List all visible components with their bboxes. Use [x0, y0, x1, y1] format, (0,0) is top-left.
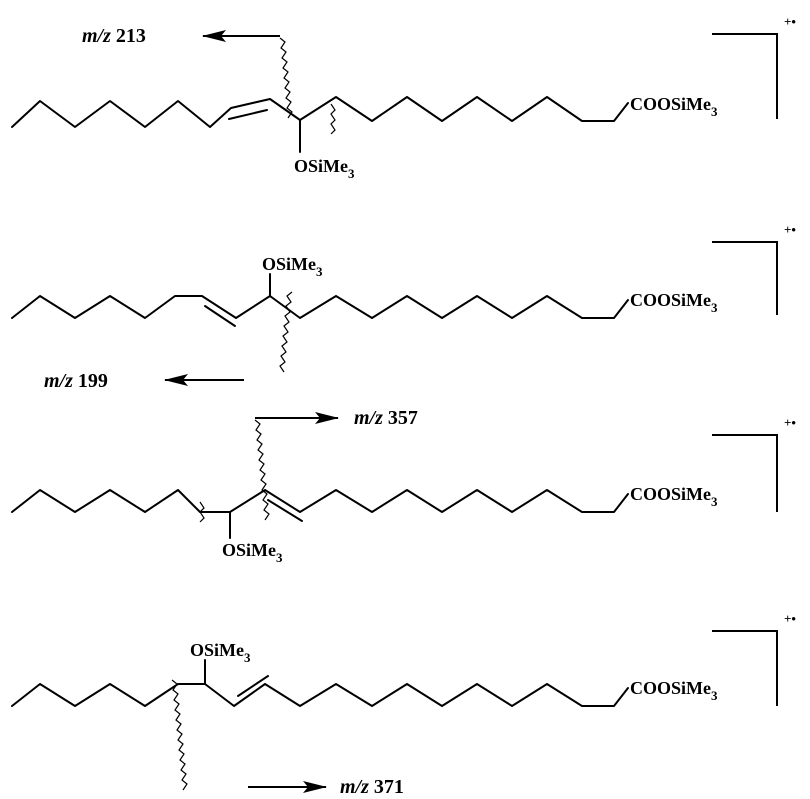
cooh-label-2: COOSiMe3: [630, 290, 718, 315]
ion-bracket-2: [712, 241, 778, 315]
mz-label-199: m/z 199: [44, 370, 108, 392]
cleavage-wavy-4: [171, 679, 188, 791]
ion-bracket-4: [712, 630, 778, 706]
structure-1: COOSiMe3 OSiMe3 m/z 213 +•: [11, 14, 796, 181]
osime-label-2: OSiMe3: [262, 254, 323, 279]
double-bond-1: [228, 109, 268, 120]
mz-label-357: m/z 357: [354, 407, 418, 429]
charge-2: +•: [784, 222, 796, 237]
structure-3: COOSiMe3 OSiMe3 m/z 357 +•: [11, 407, 796, 565]
chain-1-left: [11, 96, 629, 128]
charge-1: +•: [784, 14, 796, 29]
structure-2: COOSiMe3 OSiMe3 m/z 199 +•: [11, 222, 796, 392]
cooh-label-4: COOSiMe3: [630, 678, 718, 703]
chain-2: [11, 295, 629, 319]
cooh-label-1: COOSiMe3: [630, 94, 718, 119]
double-bond-2: [204, 305, 236, 327]
osime-label-4: OSiMe3: [190, 640, 251, 665]
cooh-label-3: COOSiMe3: [630, 484, 718, 509]
ion-bracket-1: [712, 33, 778, 119]
chain-4: [11, 683, 629, 707]
cleavage-wavy-2: [279, 291, 293, 373]
structure-4: COOSiMe3 OSiMe3 m/z 371 +•: [11, 611, 796, 798]
charge-3: +•: [784, 415, 796, 430]
osime-label-3: OSiMe3: [222, 540, 283, 565]
cleavage-wavy-3: [254, 419, 270, 521]
osime-label-1: OSiMe3: [294, 156, 355, 181]
cleavage-wavy-1a: [279, 37, 293, 119]
mz-label-213: m/z 213: [82, 25, 146, 47]
mz-label-371: m/z 371: [340, 776, 404, 798]
ion-bracket-3: [712, 434, 778, 512]
chain-3: [11, 489, 629, 513]
cleavage-wavy-1b: [330, 103, 336, 135]
double-bond-3: [267, 499, 303, 522]
charge-4: +•: [784, 611, 796, 626]
cleavage-wavy-3b: [199, 501, 205, 523]
double-bond-4: [237, 675, 269, 697]
